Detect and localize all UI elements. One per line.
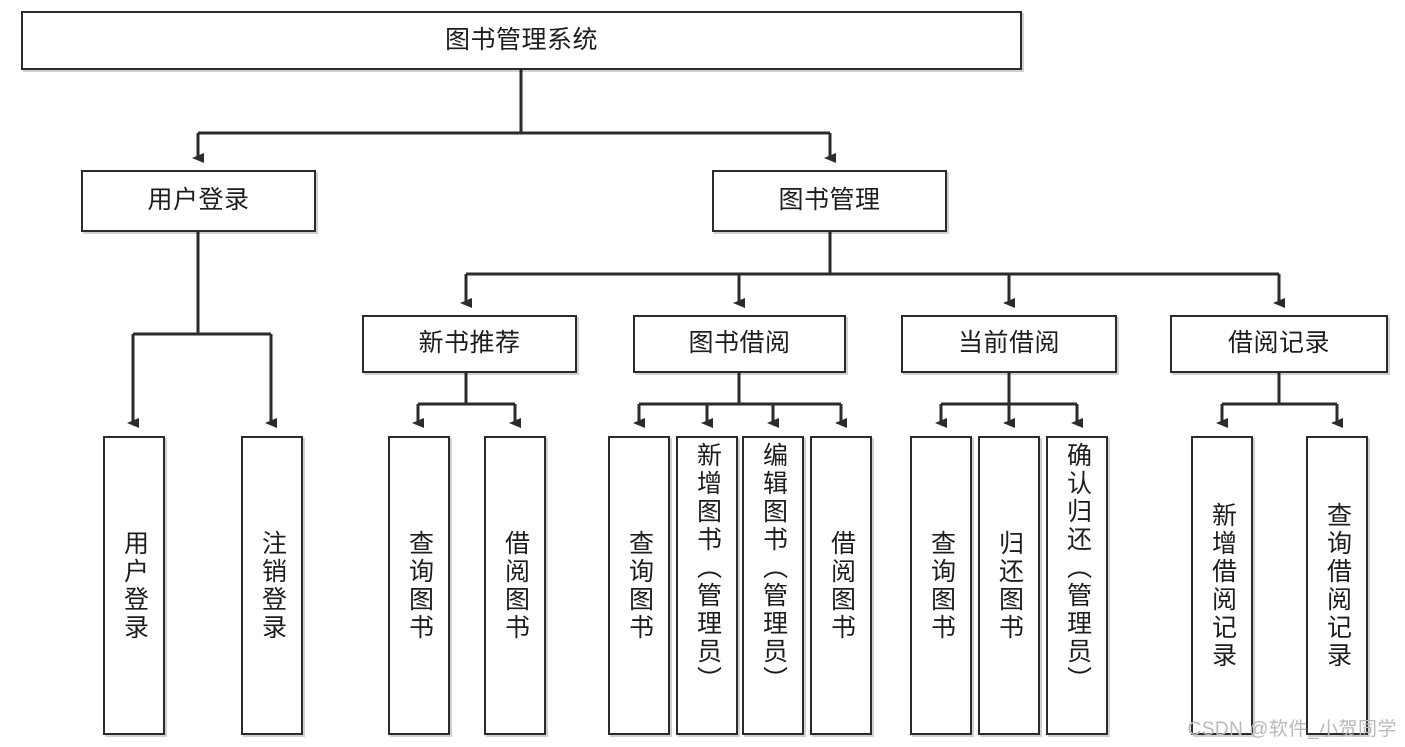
leaf-add-book-admin[interactable]: 新增图书（管理员） — [676, 436, 738, 735]
node-label: 用户登录 — [147, 186, 250, 215]
node-label: 确认归还（管理员） — [1063, 442, 1092, 694]
node-label: 新书推荐 — [418, 329, 521, 358]
leaf-confirm-return-admin[interactable]: 确认归还（管理员） — [1046, 436, 1108, 735]
node-label: 归还图书 — [995, 529, 1024, 642]
leaf-logout-login[interactable]: 注销登录 — [241, 436, 303, 735]
leaf-query-book-current[interactable]: 查询图书 — [910, 436, 972, 735]
node-label: 新增借阅记录 — [1208, 501, 1237, 670]
leaf-return-book[interactable]: 归还图书 — [978, 436, 1040, 735]
leaf-user-login[interactable]: 用户登录 — [103, 436, 165, 735]
node-user-login[interactable]: 用户登录 — [81, 170, 316, 232]
node-current-borrow[interactable]: 当前借阅 — [901, 315, 1117, 373]
node-label: 编辑图书（管理员） — [759, 442, 788, 694]
node-label: 新增图书（管理员） — [693, 442, 722, 694]
node-label: 当前借阅 — [957, 329, 1060, 358]
leaf-borrow-book[interactable]: 借阅图书 — [810, 436, 872, 735]
leaf-edit-book-admin[interactable]: 编辑图书（管理员） — [742, 436, 804, 735]
node-label: 图书管理 — [778, 186, 881, 215]
node-label: 查询图书 — [927, 529, 956, 642]
node-new-book-recommend[interactable]: 新书推荐 — [362, 315, 577, 373]
csdn-watermark: CSDN @软件_小贺同学 — [1187, 719, 1397, 740]
node-label: 注销登录 — [258, 529, 287, 642]
node-label: 图书管理系统 — [444, 25, 598, 54]
leaf-borrow-book-recommend[interactable]: 借阅图书 — [484, 436, 546, 735]
leaf-query-book-recommend[interactable]: 查询图书 — [388, 436, 450, 735]
node-label: 借阅图书 — [827, 529, 856, 642]
node-root-book-management-system[interactable]: 图书管理系统 — [21, 11, 1022, 70]
node-label: 查询图书 — [625, 529, 654, 642]
node-label: 图书借阅 — [688, 329, 791, 358]
node-label: 查询借阅记录 — [1323, 501, 1352, 670]
leaf-query-book-borrow[interactable]: 查询图书 — [608, 436, 670, 735]
node-book-management[interactable]: 图书管理 — [712, 170, 947, 232]
leaf-add-borrow-record[interactable]: 新增借阅记录 — [1191, 436, 1253, 735]
node-label: 用户登录 — [120, 529, 149, 642]
node-book-borrow[interactable]: 图书借阅 — [633, 315, 846, 373]
leaf-query-borrow-record[interactable]: 查询借阅记录 — [1306, 436, 1368, 735]
node-label: 借阅图书 — [501, 529, 530, 642]
node-label: 查询图书 — [405, 529, 434, 642]
node-label: 借阅记录 — [1227, 329, 1330, 358]
node-borrow-record[interactable]: 借阅记录 — [1170, 315, 1388, 373]
